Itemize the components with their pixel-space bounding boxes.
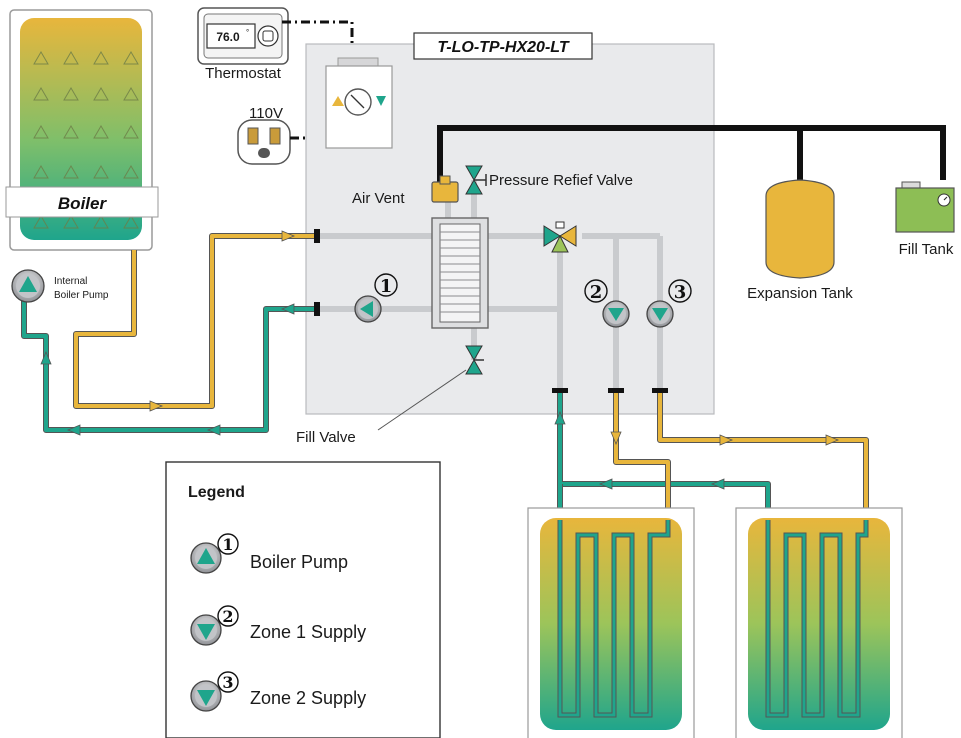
pump-3-number: 3 bbox=[674, 282, 687, 303]
fill-valve-label: Fill Valve bbox=[296, 429, 356, 446]
boiler: Boiler bbox=[5, 9, 159, 251]
controller-icon bbox=[325, 57, 393, 149]
zone-1-pump-icon bbox=[602, 300, 630, 328]
radiant-floor-zone-1 bbox=[527, 507, 695, 738]
air-vent-icon bbox=[431, 175, 459, 203]
pump-2-number-ring bbox=[584, 279, 608, 303]
thermostat-wire bbox=[282, 20, 354, 50]
legend-label-3: Zone 2 Supply bbox=[250, 688, 366, 708]
legend-title: Legend bbox=[188, 484, 245, 501]
pump-icon bbox=[354, 295, 382, 323]
zone-flow-arrows bbox=[554, 410, 840, 490]
legend-item-zone-1-supply: 2 Zone 1 Supply bbox=[190, 605, 366, 646]
legend-label-2: Zone 1 Supply bbox=[250, 622, 366, 642]
legend-label-1: Boiler Pump bbox=[250, 552, 348, 572]
thermostat-reading: 76.0 bbox=[216, 30, 240, 44]
fill-valve-leader bbox=[377, 369, 467, 431]
boiler-label: Boiler bbox=[58, 194, 108, 213]
air-vent-label: Air Vent bbox=[352, 190, 405, 207]
pump-3-number-ring bbox=[668, 279, 692, 303]
pressure-relief-valve-icon bbox=[465, 165, 487, 195]
radiant-floor-zone-2 bbox=[735, 507, 903, 738]
pressure-relief-valve-label: Pressure Refief Valve bbox=[489, 172, 633, 189]
voltage-label: 110V bbox=[249, 105, 283, 122]
internal-pump-label-line1: Internal bbox=[54, 276, 87, 287]
zone-2-supply-pipe bbox=[657, 393, 869, 520]
outlet-icon bbox=[237, 119, 291, 165]
pump-1-number-ring bbox=[374, 273, 398, 297]
title-box bbox=[413, 32, 593, 60]
thermostat-label: Thermostat bbox=[205, 65, 282, 82]
fill-valve-icon bbox=[465, 345, 484, 375]
pump-2-number: 2 bbox=[590, 282, 603, 303]
legend-item-zone-2-supply: 3 Zone 2 Supply bbox=[190, 671, 366, 712]
system-title: T-LO-TP-HX20-LT bbox=[437, 39, 569, 56]
zone-2-pump-icon bbox=[646, 300, 674, 328]
zone-1-supply-pipe bbox=[613, 393, 671, 520]
heat-exchanger-icon bbox=[431, 217, 489, 329]
internal-boiler-pump-icon bbox=[11, 269, 45, 303]
pipe-connection-caps bbox=[314, 229, 668, 393]
legend: Legend 1 Boiler Pump 2 Zone 1 Supply 3 Z… bbox=[165, 461, 441, 738]
fill-tank-icon bbox=[895, 181, 955, 233]
thermostat-degree: ° bbox=[246, 28, 249, 37]
flow-arrows bbox=[40, 230, 296, 436]
fill-tank-label: Fill Tank bbox=[899, 241, 954, 258]
internal-pump-label-line2: Boiler Pump bbox=[54, 290, 109, 301]
pump-1-number: 1 bbox=[380, 276, 393, 297]
legend-item-boiler-pump: 1 Boiler Pump bbox=[190, 533, 348, 574]
boiler-return-pipe bbox=[21, 300, 314, 433]
legend-number-1: 1 bbox=[222, 535, 233, 554]
expansion-tank-label: Expansion Tank bbox=[747, 285, 853, 302]
thermostat-icon: 76.0 ° bbox=[197, 7, 289, 65]
expansion-line bbox=[437, 125, 946, 186]
expansion-tank-icon bbox=[765, 179, 835, 279]
legend-pump-1-icon bbox=[197, 548, 215, 564]
mixing-valve-icon bbox=[543, 221, 577, 253]
boiler-flame-pattern bbox=[33, 51, 139, 229]
legend-pump-2-icon bbox=[197, 624, 215, 640]
legend-number-2: 2 bbox=[222, 607, 233, 626]
legend-pump-3-icon bbox=[197, 690, 215, 706]
boiler-supply-pipe bbox=[73, 233, 314, 409]
legend-number-3: 3 bbox=[222, 673, 233, 692]
